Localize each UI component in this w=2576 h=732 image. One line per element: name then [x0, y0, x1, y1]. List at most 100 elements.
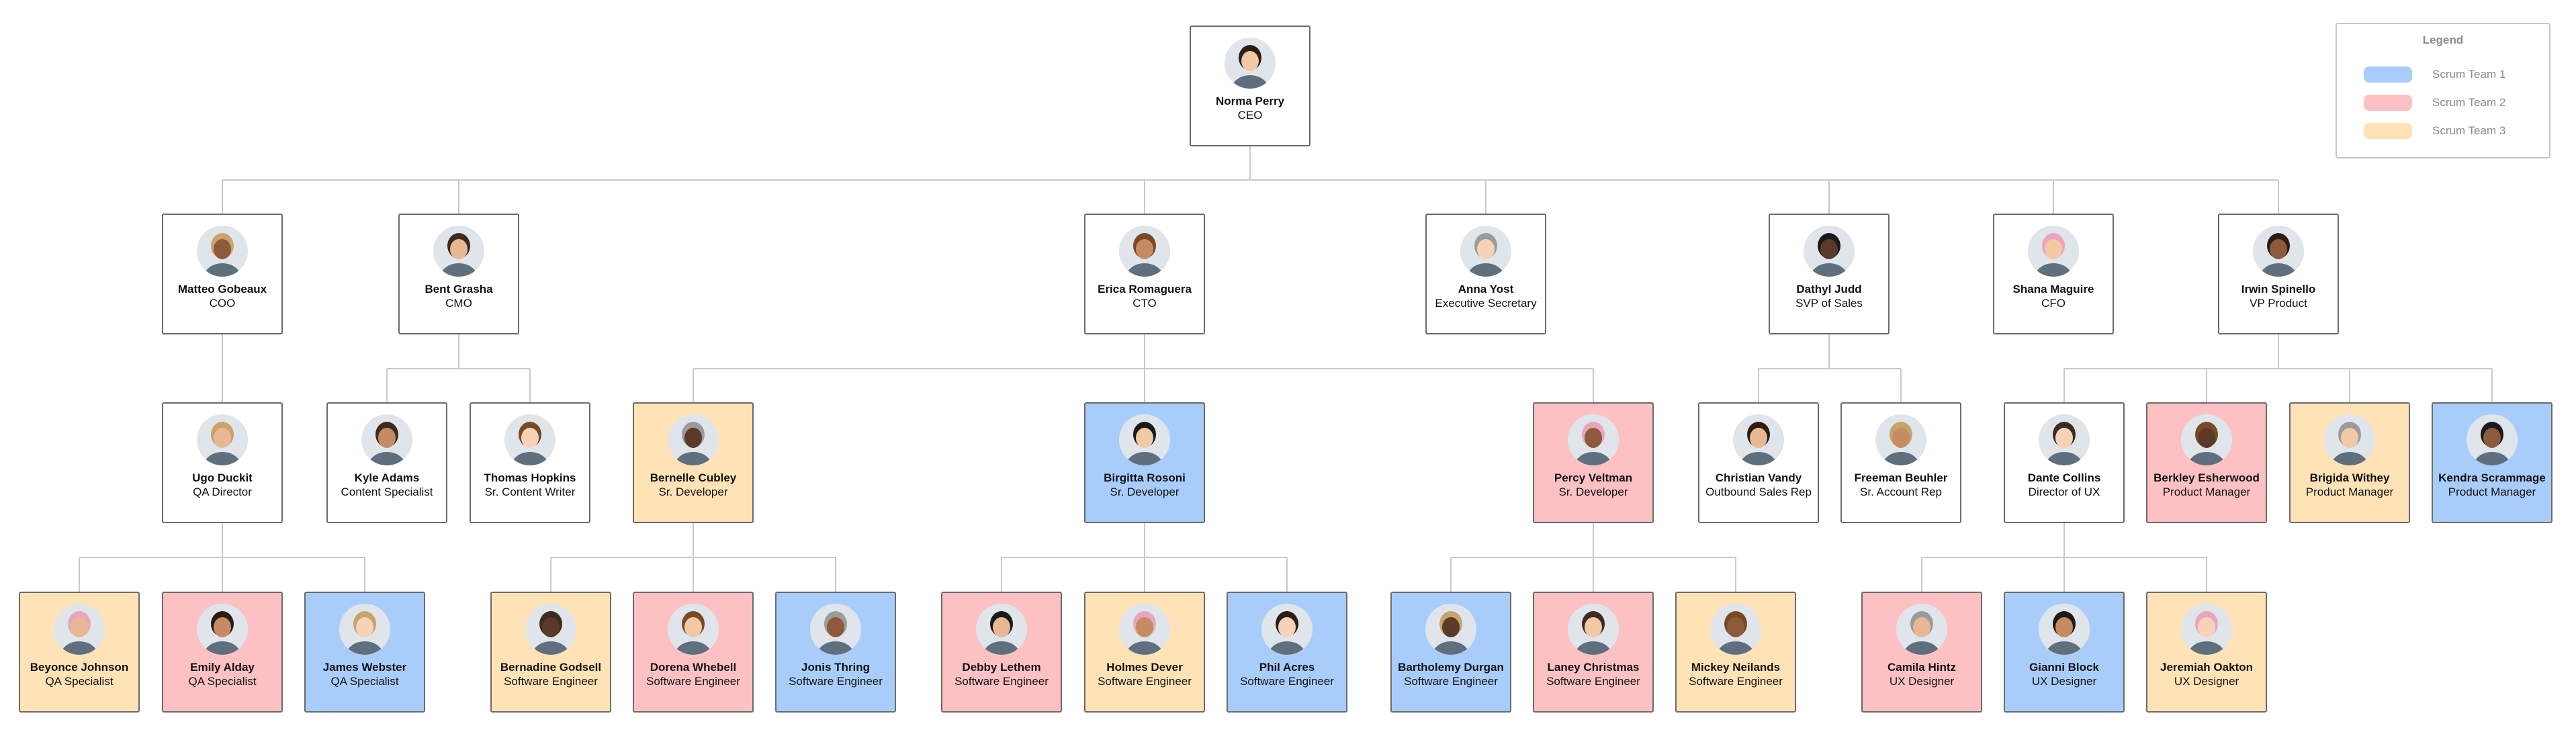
avatar [197, 414, 248, 465]
avatar [668, 604, 719, 655]
person-title: Sr. Developer [658, 486, 728, 498]
person-title: Product Manager [2448, 486, 2536, 498]
person-name: Percy Veltman [1554, 471, 1633, 484]
person-name: Irwin Spinello [2241, 283, 2316, 295]
person-title: VP Product [2250, 297, 2307, 310]
person-name: Birgitta Rosoni [1104, 471, 1186, 484]
avatar [1425, 604, 1476, 655]
person-title: COO [209, 297, 236, 310]
person-name: Bernadine Godsell [500, 661, 602, 674]
avatar [525, 604, 576, 655]
avatar [1568, 604, 1619, 655]
avatar [810, 604, 861, 655]
person-name: Bent Grasha [425, 283, 493, 295]
avatar [433, 226, 484, 277]
person-name: Shana Maguire [2012, 283, 2094, 295]
person-name: Erica Romaguera [1098, 283, 1192, 295]
person-title: Sr. Developer [1110, 486, 1180, 498]
person-name: Christian Vandy [1715, 471, 1802, 484]
person-title: CEO [1237, 109, 1263, 122]
avatar [2028, 226, 2079, 277]
person-title: Executive Secretary [1435, 297, 1537, 310]
avatar [2181, 414, 2232, 465]
legend-label-team-1: Scrum Team 1 [2432, 68, 2506, 81]
org-card-irwin[interactable]: Irwin Spinello VP Product [2218, 214, 2339, 334]
avatar [361, 414, 412, 465]
person-title: QA Specialist [45, 675, 114, 688]
avatar [1225, 38, 1276, 89]
legend-label-team-3: Scrum Team 3 [2432, 124, 2506, 137]
avatar [339, 604, 390, 655]
avatar [1568, 414, 1619, 465]
person-title: Software Engineer [646, 675, 740, 688]
avatar [2039, 414, 2090, 465]
person-title: Software Engineer [1098, 675, 1192, 688]
person-name: Mickey Neilands [1691, 661, 1781, 674]
avatar [1119, 604, 1170, 655]
person-title: UX Designer [2174, 675, 2239, 688]
avatar [668, 414, 719, 465]
avatar [54, 604, 105, 655]
avatar [1896, 604, 1947, 655]
person-name: Gianni Block [2029, 661, 2099, 674]
person-title: Director of UX [2028, 486, 2100, 498]
person-title: Software Engineer [1240, 675, 1334, 688]
person-title: Software Engineer [1689, 675, 1783, 688]
person-title: QA Director [193, 486, 252, 498]
person-name: Jeremiah Oakton [2160, 661, 2253, 674]
avatar [1261, 604, 1313, 655]
person-name: Brigida Withey [2309, 471, 2390, 484]
person-title: UX Designer [2031, 675, 2097, 688]
avatar [1875, 414, 1926, 465]
person-title: Product Manager [2305, 486, 2394, 498]
avatar [2324, 414, 2375, 465]
person-title: CFO [2041, 297, 2066, 310]
person-title: Sr. Developer [1558, 486, 1628, 498]
person-name: Thomas Hopkins [484, 471, 576, 484]
person-name: Holmes Dever [1106, 661, 1183, 674]
person-name: Phil Acres [1259, 661, 1315, 674]
person-name: Dathyl Judd [1796, 283, 1862, 295]
legend-label-team-2: Scrum Team 2 [2432, 96, 2506, 109]
person-title: Outbound Sales Rep [1705, 486, 1812, 498]
person-name: Dorena Whebell [650, 661, 737, 674]
avatar [1710, 604, 1761, 655]
avatar [976, 604, 1027, 655]
avatar [504, 414, 556, 465]
person-name: Laney Christmas [1547, 661, 1640, 674]
